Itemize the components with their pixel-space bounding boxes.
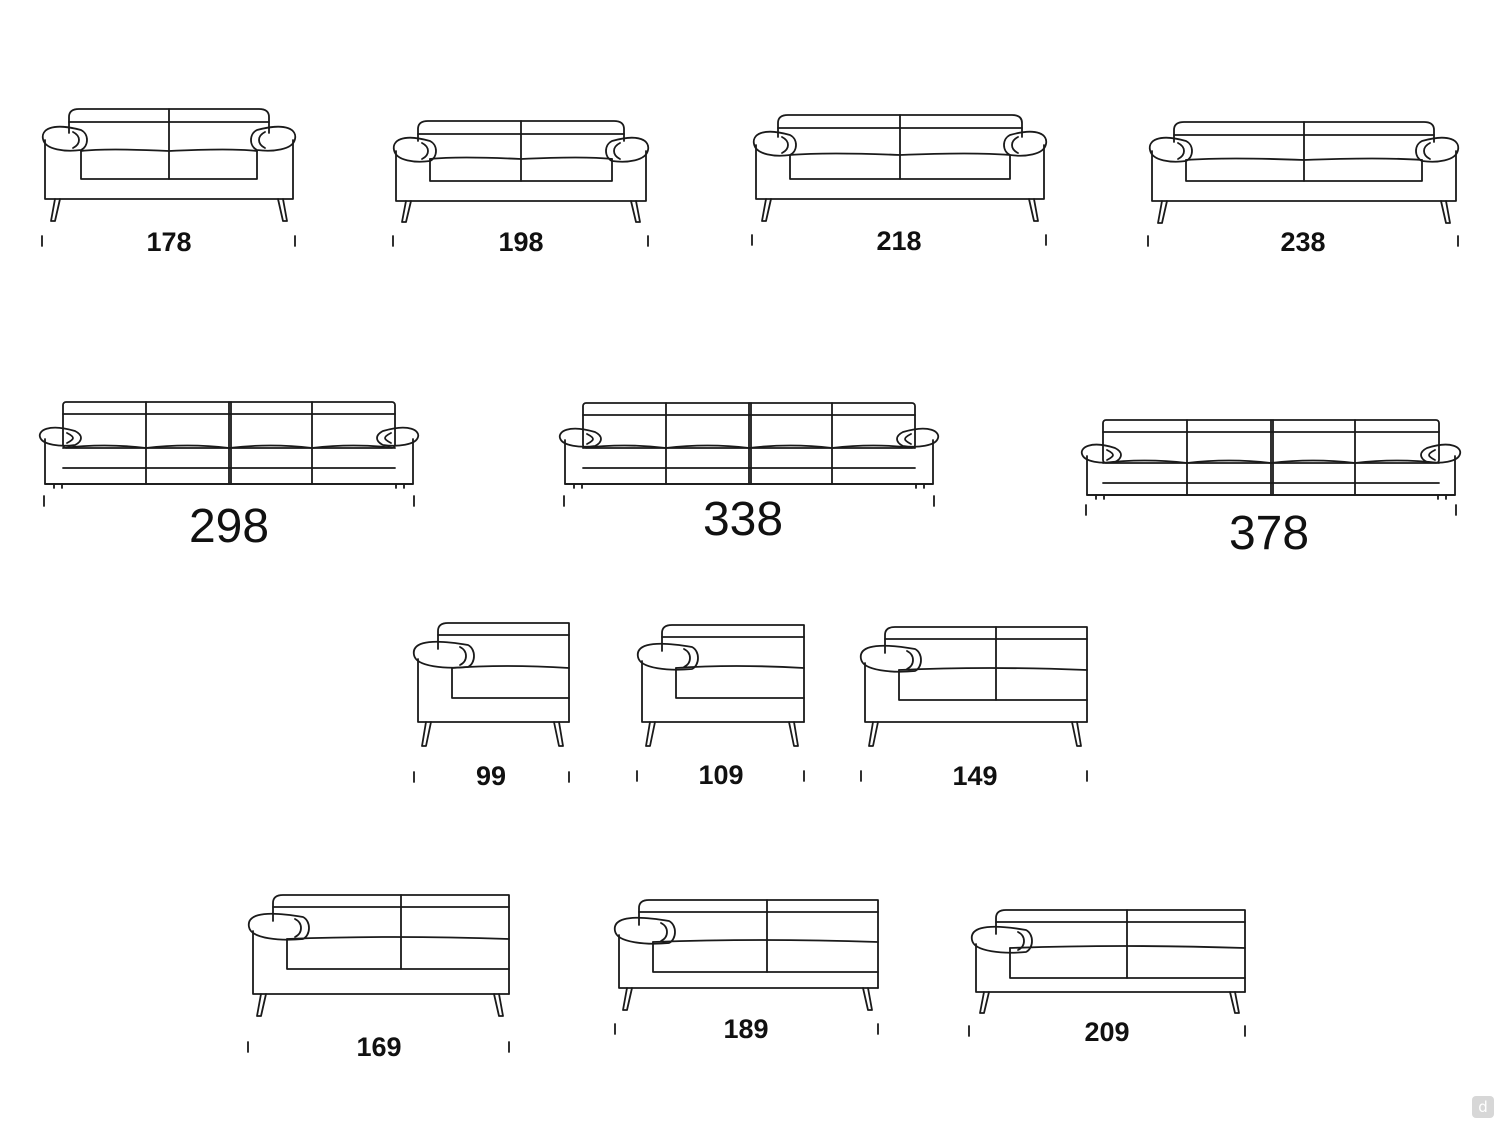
module-169-drawing [247,894,510,1053]
watermark-badge: d [1472,1096,1494,1118]
module-149-drawing [859,626,1088,782]
width-label-109: 109 [698,760,744,790]
width-label-198: 198 [498,227,544,257]
width-label-238: 238 [1280,227,1326,257]
module-209-drawing [968,909,1246,1037]
width-label-99: 99 [475,761,507,791]
width-label-298: 298 [188,500,270,553]
sofa-338-drawing [558,402,940,507]
sofa-218-drawing [751,114,1048,246]
width-label-169: 169 [356,1032,402,1062]
sofa-178-drawing [41,108,297,247]
module-189-drawing [613,899,879,1035]
width-label-149: 149 [952,761,998,791]
width-label-218: 218 [876,226,922,256]
module-109-drawing [636,624,805,782]
sofa-238-drawing [1147,121,1460,247]
sofa-198-drawing [392,120,650,247]
width-label-378: 378 [1228,507,1310,560]
width-label-178: 178 [146,227,192,257]
width-label-209: 209 [1084,1017,1130,1047]
module-99-drawing [412,622,570,783]
sofa-378-drawing [1080,419,1462,516]
sofa-298-drawing [38,401,420,507]
width-label-189: 189 [723,1014,769,1044]
width-label-338: 338 [702,493,784,546]
